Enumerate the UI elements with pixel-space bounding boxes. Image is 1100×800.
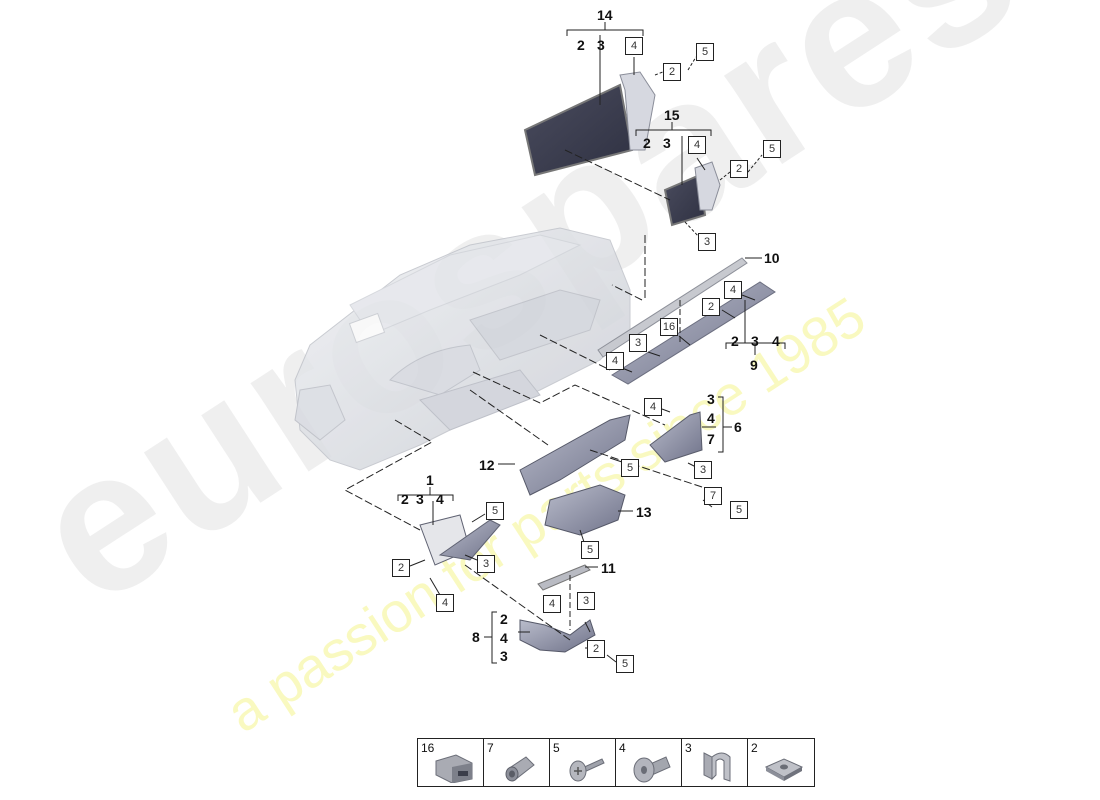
part-12-cover xyxy=(519,414,631,496)
part-11-strip xyxy=(537,564,591,591)
legend-item: 4 xyxy=(616,739,682,786)
callout-13: 13 xyxy=(636,504,652,520)
ref-box-4: 4 xyxy=(688,136,706,154)
part-13-column-shroud xyxy=(544,484,626,536)
ref-box-2: 2 xyxy=(587,640,605,658)
ref-box-5: 5 xyxy=(486,502,504,520)
callout-1-sub-3: 3 xyxy=(416,491,424,507)
legend-item: 5 xyxy=(550,739,616,786)
callout-14-sub-2: 2 xyxy=(577,37,585,53)
ref-box-5: 5 xyxy=(581,541,599,559)
callout-12: 12 xyxy=(479,457,495,473)
ref-box-7: 7 xyxy=(704,487,722,505)
callout-15-sub-2: 2 xyxy=(643,135,651,151)
callout-8-sub-4: 4 xyxy=(500,630,508,646)
ref-box-4: 4 xyxy=(644,398,662,416)
legend-number: 3 xyxy=(685,741,692,755)
legend-number: 2 xyxy=(751,741,758,755)
callout-11: 11 xyxy=(601,560,616,576)
callout-1: 1 xyxy=(426,472,434,488)
part-8-trim xyxy=(519,619,596,653)
callout-6-sub-4: 4 xyxy=(707,410,715,426)
part-6-bracket xyxy=(649,411,703,463)
legend-number: 16 xyxy=(421,741,435,755)
dashboard-ghost xyxy=(294,227,631,471)
ref-box-4: 4 xyxy=(606,352,624,370)
callout-1-sub-4: 4 xyxy=(436,491,444,507)
part-14-trim-panel xyxy=(523,71,656,177)
ref-box-2: 2 xyxy=(663,63,681,81)
ref-box-2: 2 xyxy=(702,298,720,316)
ref-box-5: 5 xyxy=(730,501,748,519)
callout-9: 9 xyxy=(750,357,758,373)
ref-box-4: 4 xyxy=(543,595,561,613)
legend-number: 5 xyxy=(553,741,560,755)
legend-item: 2 xyxy=(748,739,814,786)
callout-10: 10 xyxy=(764,250,780,266)
ref-box-3: 3 xyxy=(477,555,495,573)
ref-box-4: 4 xyxy=(724,281,742,299)
callout-8-sub-3: 3 xyxy=(500,648,508,664)
ref-box-2: 2 xyxy=(730,160,748,178)
callout-8: 8 xyxy=(472,629,480,645)
legend-item: 16 xyxy=(418,739,484,786)
ref-box-5: 5 xyxy=(616,655,634,673)
ref-box-2: 2 xyxy=(392,559,410,577)
callout-6-sub-3: 3 xyxy=(707,391,715,407)
callout-8-sub-2: 2 xyxy=(500,611,508,627)
fastener-legend: 16 7 5 4 xyxy=(417,738,815,787)
screw-icon xyxy=(569,758,605,782)
callout-15-sub-3: 3 xyxy=(663,135,671,151)
callout-15: 15 xyxy=(664,107,680,123)
ref-box-5: 5 xyxy=(621,459,639,477)
callout-14: 14 xyxy=(597,7,613,23)
clip-nut-icon xyxy=(435,754,473,783)
spacer-sleeve-icon xyxy=(505,756,535,782)
part-15-trim-panel xyxy=(663,161,721,227)
legend-number: 7 xyxy=(487,741,494,755)
callout-9-sub-3: 3 xyxy=(751,333,759,349)
callout-1-sub-2: 2 xyxy=(401,491,409,507)
ref-box-5: 5 xyxy=(696,43,714,61)
ref-box-3: 3 xyxy=(694,461,712,479)
callout-6: 6 xyxy=(734,419,742,435)
part-10-strip xyxy=(597,257,748,358)
legend-item: 7 xyxy=(484,739,550,786)
ref-box-4: 4 xyxy=(625,37,643,55)
callout-9-sub-4: 4 xyxy=(772,333,780,349)
legend-number: 4 xyxy=(619,741,626,755)
callout-9-sub-2: 2 xyxy=(731,333,739,349)
ref-box-3: 3 xyxy=(629,334,647,352)
ref-box-4: 4 xyxy=(436,594,454,612)
legend-item: 3 xyxy=(682,739,748,786)
callout-14-sub-3: 3 xyxy=(597,37,605,53)
callout-6-sub-7: 7 xyxy=(707,431,715,447)
ref-box-5: 5 xyxy=(763,140,781,158)
speed-nut-icon xyxy=(764,758,804,781)
spring-clip-icon xyxy=(703,752,731,782)
ref-box-3: 3 xyxy=(577,592,595,610)
expanding-rivet-icon xyxy=(633,756,671,783)
ref-box-16: 16 xyxy=(660,318,678,336)
ref-box-3: 3 xyxy=(698,233,716,251)
part-1-bracket xyxy=(419,514,501,566)
